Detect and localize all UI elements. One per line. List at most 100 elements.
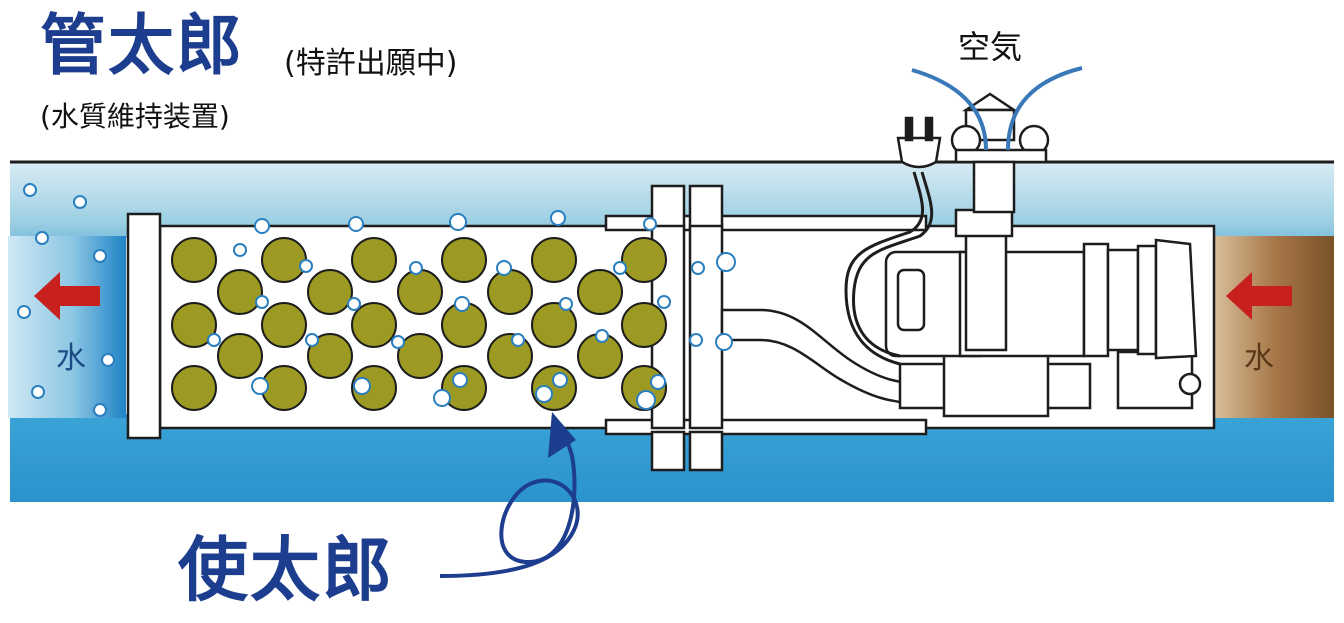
media-ball: [621, 302, 667, 348]
media-ball: [397, 333, 443, 379]
air-bubble-group: [17, 183, 736, 417]
air-bubble: [93, 403, 107, 417]
air-bubble: [449, 213, 467, 231]
media-ball: [441, 237, 487, 283]
clamp-right-top: [688, 184, 724, 232]
air-bubble: [691, 261, 705, 275]
air-bubble: [35, 231, 49, 245]
air-bubble: [535, 385, 553, 403]
media-ball: [307, 269, 353, 315]
air-bubble: [716, 252, 736, 272]
riser-collar: [954, 208, 1014, 238]
air-bubble: [715, 333, 733, 351]
flange-top: [604, 214, 928, 232]
air-bubble: [233, 243, 247, 257]
air-bubble: [636, 390, 656, 410]
media-ball: [217, 333, 263, 379]
power-cord: [852, 171, 934, 358]
air-bubble: [254, 218, 270, 234]
air-inflow-right-arrow: [1006, 66, 1083, 151]
media-ball: [397, 269, 443, 315]
air-bubble: [353, 377, 371, 395]
power-plug-icon: [896, 116, 942, 169]
media-ball: [351, 302, 397, 348]
clamp-right-bottom: [688, 430, 724, 472]
air-bubble: [433, 389, 451, 407]
air-bubble: [31, 385, 45, 399]
air-bubble: [93, 249, 107, 263]
air-bubble: [552, 372, 568, 388]
media-ball: [621, 237, 667, 283]
media-ball: [351, 237, 397, 283]
clamp-left-top: [650, 184, 686, 232]
air-bubble: [207, 333, 221, 347]
media-ball: [171, 302, 217, 348]
media-ball: [171, 365, 217, 411]
air-bubble: [650, 374, 666, 390]
media-ball: [261, 237, 307, 283]
patent-note: (特許出願中): [284, 46, 458, 81]
air-bubble: [251, 377, 269, 395]
air-bubble: [452, 372, 468, 388]
media-ball: [307, 333, 353, 379]
outlet-water-zone: [8, 236, 126, 418]
air-inflow-left-arrow: [911, 68, 988, 151]
product-title: 管太郎: [40, 7, 244, 84]
pump-nut: [1178, 372, 1202, 396]
end-plate-left: [126, 212, 162, 440]
outlet-flow-arrow: [34, 272, 100, 320]
pump-body: [942, 350, 1050, 418]
air-bubble: [17, 305, 31, 319]
air-bubble: [595, 329, 609, 343]
media-ball: [487, 333, 533, 379]
inlet-flow-arrow: [1226, 272, 1292, 320]
clamp-left-bottom: [650, 430, 686, 472]
motor-ring-3: [1136, 244, 1158, 356]
air-bubble: [613, 261, 627, 275]
water-outlet-label: 水: [56, 341, 86, 376]
air-bubble: [496, 260, 512, 276]
air-bubble: [348, 216, 364, 232]
coupling-band-right: [688, 224, 724, 430]
red-arrow-left-icon: [34, 272, 1292, 320]
motor-ring-1: [1082, 242, 1110, 358]
media-ball: [531, 302, 577, 348]
air-bubble: [255, 295, 269, 309]
air-label: 空気: [958, 28, 1023, 66]
motor-window: [896, 268, 926, 332]
flange-bottom: [604, 418, 928, 436]
power-cord-inner: [844, 171, 925, 366]
vent-cap-icon: [950, 92, 1050, 214]
media-ball-group: [171, 237, 667, 411]
air-bubble: [23, 183, 37, 197]
inlet-water-zone: [1214, 236, 1334, 418]
air-bubble: [511, 333, 525, 347]
air-bubble: [409, 261, 423, 275]
media-ball: [531, 237, 577, 283]
pump-assembly: [720, 171, 1202, 418]
air-bubble: [643, 217, 657, 231]
media-ball: [577, 269, 623, 315]
air-bubble: [689, 333, 703, 347]
media-ball: [487, 269, 533, 315]
media-name-label: 使太郎: [178, 529, 394, 611]
water-inlet-label: 水: [1244, 341, 1274, 376]
air-bubble: [299, 259, 313, 273]
air-bubble: [391, 335, 405, 349]
media-ball: [351, 365, 397, 411]
product-subtitle: (水質維持装置): [40, 100, 230, 133]
air-bubble: [305, 333, 319, 347]
air-bubble: [454, 296, 470, 312]
curly-arrow-icon: [439, 412, 580, 578]
media-ball: [217, 269, 263, 315]
air-bubble: [550, 210, 566, 226]
media-ball: [261, 302, 307, 348]
air-bubble: [559, 297, 573, 311]
air-bubble: [657, 295, 671, 309]
media-ball: [171, 237, 217, 283]
air-bubble: [101, 353, 115, 367]
motor-end-cap: [1154, 238, 1198, 360]
motor-ring-2: [1106, 248, 1140, 352]
